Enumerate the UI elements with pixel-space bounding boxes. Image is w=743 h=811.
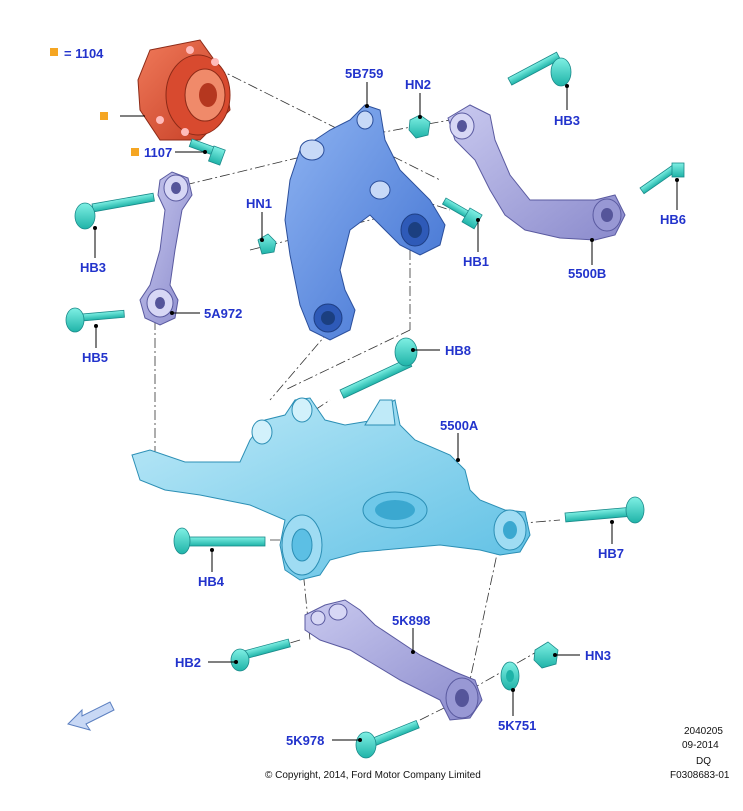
footer-copyright: © Copyright, 2014, Ford Motor Company Li… bbox=[265, 770, 481, 781]
label-hn2: HN2 bbox=[405, 77, 431, 92]
nut-hn3 bbox=[533, 641, 559, 669]
label-5K898: 5K898 bbox=[392, 613, 430, 628]
upper-arm-5500B bbox=[447, 104, 626, 241]
footer-ref: F0308683-01 bbox=[670, 770, 730, 781]
leader-lines bbox=[93, 82, 679, 742]
wheel-hub-1104 bbox=[137, 39, 231, 141]
label-5500A: 5500A bbox=[440, 418, 479, 433]
footer-code1: 2040205 bbox=[684, 726, 723, 737]
footer-code2: DQ bbox=[696, 756, 711, 767]
lower-arm-5K898 bbox=[304, 599, 483, 721]
label-1107: 1107 bbox=[144, 145, 172, 160]
label-5500B: 5500B bbox=[568, 266, 606, 281]
link-5A972 bbox=[139, 171, 193, 326]
legend-marker bbox=[50, 48, 58, 56]
label-hb3-left: HB3 bbox=[80, 260, 106, 275]
nut-hn1 bbox=[257, 233, 277, 255]
fasteners bbox=[65, 51, 685, 759]
label-5K751: 5K751 bbox=[498, 718, 536, 733]
label-hb8: HB8 bbox=[445, 343, 471, 358]
legend-equals-label: = 1104 bbox=[64, 46, 104, 61]
bolt-hb5 bbox=[65, 307, 125, 333]
direction-arrow-icon bbox=[67, 701, 115, 731]
label-hb2: HB2 bbox=[175, 655, 201, 670]
bolt-1107 bbox=[188, 138, 226, 166]
label-hb7: HB7 bbox=[598, 546, 624, 561]
bolt-hb8 bbox=[339, 337, 418, 399]
bolt-hb4 bbox=[173, 527, 266, 555]
label-hn3: HN3 bbox=[585, 648, 611, 663]
label-5K978: 5K978 bbox=[286, 733, 324, 748]
bolt-hb6 bbox=[639, 162, 685, 195]
label-hb4: HB4 bbox=[198, 574, 225, 589]
label-hn1: HN1 bbox=[246, 196, 272, 211]
label-5B759: 5B759 bbox=[345, 66, 383, 81]
footer-date: 09-2014 bbox=[682, 740, 719, 751]
label-hb6: HB6 bbox=[660, 212, 686, 227]
bolt-hb3-left bbox=[74, 192, 155, 230]
marker-1107 bbox=[131, 148, 139, 156]
label-hb5: HB5 bbox=[82, 350, 108, 365]
label-hb1: HB1 bbox=[463, 254, 489, 269]
washer-5K751 bbox=[500, 661, 520, 691]
label-5A972: 5A972 bbox=[204, 306, 242, 321]
subframe-5500A bbox=[131, 397, 531, 581]
hub-marker bbox=[100, 112, 108, 120]
bolt-5K978 bbox=[355, 719, 420, 759]
bolt-hb7 bbox=[564, 496, 645, 524]
bolt-hb3-top bbox=[507, 51, 572, 87]
bolt-hb1 bbox=[441, 197, 483, 230]
knuckle-5B759 bbox=[284, 104, 446, 341]
bolt-hb2 bbox=[230, 638, 291, 672]
label-hb3-top: HB3 bbox=[554, 113, 580, 128]
